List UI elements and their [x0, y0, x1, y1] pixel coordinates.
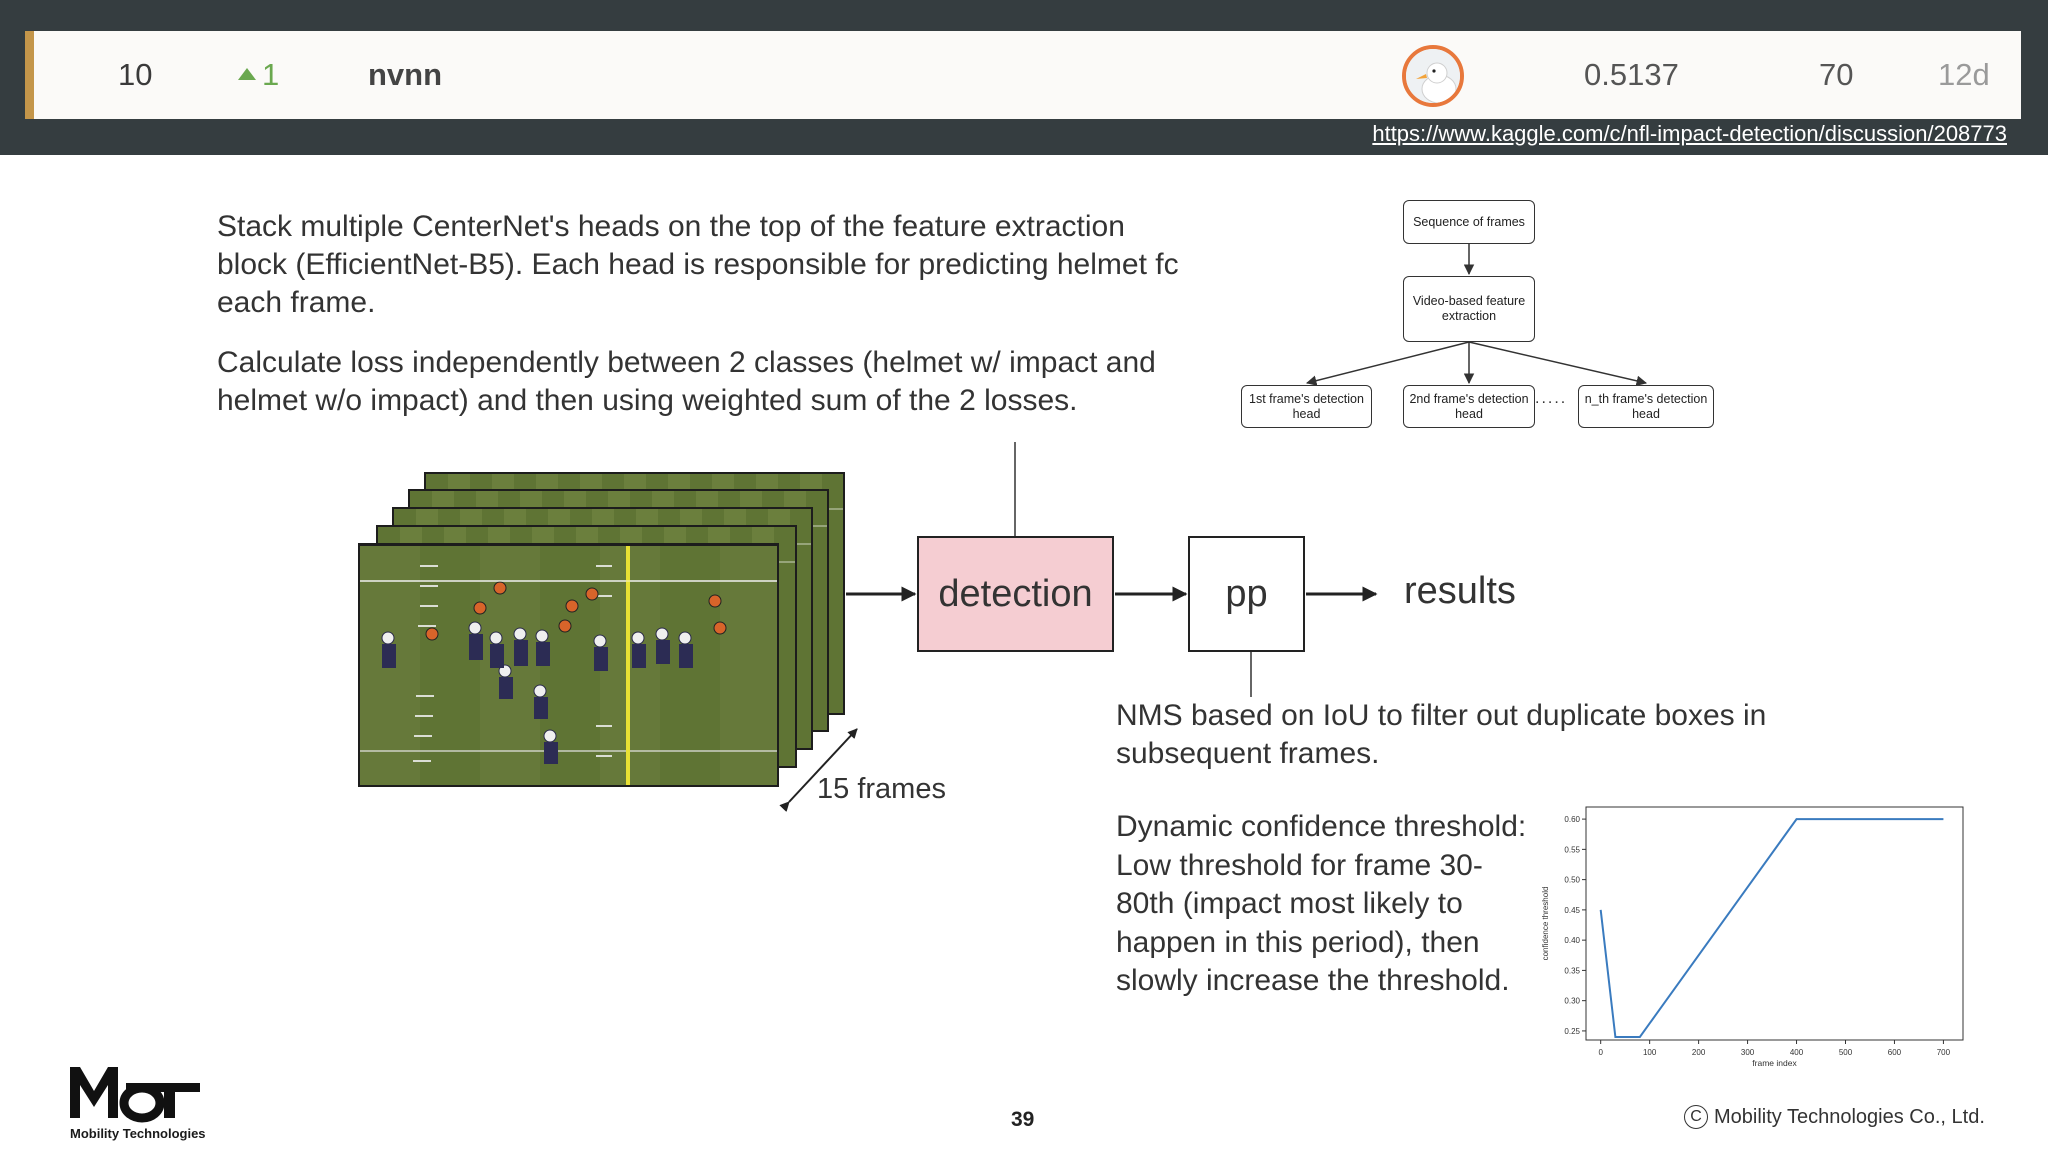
paragraph-line: Stack multiple CenterNet's heads on the …: [217, 210, 1125, 243]
duck-avatar-image: [1406, 49, 1460, 103]
copyright-text: Mobility Technologies Co., Ltd.: [1714, 1105, 1985, 1128]
threshold-chart: 0 100 200 300 400 500 600 700 0.25 0.30 0.35 0.40 0.…: [1536, 795, 1968, 1068]
frames-count-label: 15 frames: [817, 773, 946, 805]
duck-avatar-icon[interactable]: [1402, 45, 1464, 107]
score-value: 0.5137: [1584, 57, 1679, 92]
y-tick-label: 0.45: [1564, 906, 1580, 915]
y-tick-label: 0.40: [1564, 936, 1580, 945]
leaderboard-band: 10 1 nvnn 0.5137 70 12d https://www.kagg…: [0, 0, 2048, 155]
x-tick-label: 200: [1692, 1048, 1706, 1057]
y-tick-label: 0.30: [1564, 997, 1580, 1006]
x-tick-label: 700: [1937, 1048, 1951, 1057]
results-label: results: [1404, 570, 1516, 612]
y-tick-label: 0.60: [1564, 815, 1580, 824]
x-axis-label: frame index: [1752, 1058, 1797, 1067]
football-field-illustration: [360, 546, 777, 785]
flow-box-sequence: Sequence of frames: [1403, 200, 1535, 244]
frames-depth-arrow: [779, 728, 858, 812]
flow-box-head-2: 2nd frame's detection head: [1403, 385, 1535, 428]
flow-ellipsis: .....: [1535, 390, 1568, 407]
threshold-line: [1599, 818, 1944, 1038]
paragraph-line: each frame.: [217, 286, 376, 319]
y-axis-label: confidence threshold: [1541, 887, 1550, 961]
centernet-heads-paragraph: Stack multiple CenterNet's heads on the …: [217, 208, 1237, 324]
last-submission-value: 12d: [1938, 57, 1990, 92]
flow-box-head-1: 1st frame's detection head: [1241, 385, 1372, 428]
y-tick-label: 0.35: [1564, 966, 1580, 975]
triangle-up-icon: [238, 68, 256, 80]
copyright-icon: C: [1684, 1105, 1708, 1129]
detection-box: detection: [917, 536, 1114, 652]
post-processing-box: pp: [1188, 536, 1305, 652]
loss-paragraph: Calculate loss independently between 2 c…: [217, 346, 1156, 417]
flow-box-head-n: n_th frame's detection head: [1578, 385, 1714, 428]
x-tick-label: 500: [1839, 1048, 1853, 1057]
y-tick-label: 0.50: [1564, 876, 1580, 885]
x-tick-label: 0: [1598, 1048, 1603, 1057]
y-tick-label: 0.25: [1564, 1027, 1580, 1036]
entries-value: 70: [1819, 57, 1854, 92]
dynamic-threshold-paragraph: Dynamic confidence threshold: Low thresh…: [1116, 810, 1527, 997]
football-frame-image: [358, 544, 779, 787]
x-tick-label: 300: [1741, 1048, 1755, 1057]
page-number: 39: [1011, 1108, 1035, 1131]
flow-box-feature-extraction: Video-based feature extraction: [1403, 276, 1535, 342]
x-tick-label: 600: [1888, 1048, 1902, 1057]
threshold-chart-svg: 0 100 200 300 400 500 600 700 0.25 0.30 0.35 0.40 0.…: [1541, 806, 1964, 1068]
chart-plot-frame: [1585, 806, 1964, 1041]
flow-arrow: [1305, 341, 1470, 386]
nms-paragraph: NMS based on IoU to filter out duplicate…: [1116, 699, 1767, 770]
rank-value: 10: [118, 57, 153, 92]
team-name-link[interactable]: nvnn: [368, 57, 443, 92]
rank-change-value: 1: [262, 57, 280, 92]
flow-arrow: [1468, 341, 1648, 386]
logo-caption: Mobility Technologies: [70, 1126, 206, 1141]
y-tick-label: 0.55: [1564, 845, 1580, 854]
rank-change: 1: [238, 31, 279, 119]
copyright-notice: C Mobility Technologies Co., Ltd.: [1684, 1105, 1985, 1129]
paragraph-line: block (EfficientNet-B5). Each head is re…: [217, 248, 1179, 281]
x-tick-label: 400: [1790, 1048, 1804, 1057]
source-link[interactable]: https://www.kaggle.com/c/nfl-impact-dete…: [1372, 121, 2007, 146]
x-tick-label: 100: [1643, 1048, 1657, 1057]
leaderboard-row[interactable]: 10 1 nvnn 0.5137 70 12d: [25, 31, 2021, 119]
mot-logo-icon: [70, 1067, 200, 1123]
